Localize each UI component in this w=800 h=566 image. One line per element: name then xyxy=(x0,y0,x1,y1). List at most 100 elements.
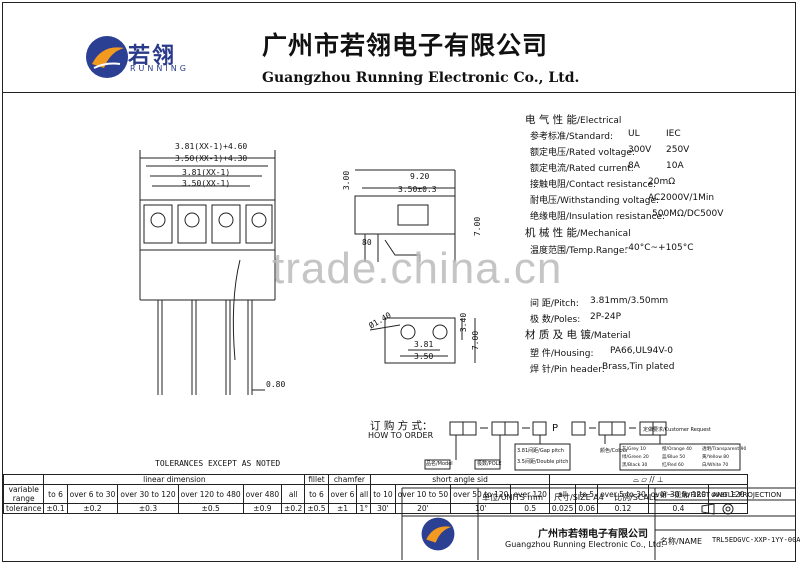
side-dim-pitch: 3.50±0.3 xyxy=(398,185,437,194)
spec-row-temp: 温度范围/Temp.Range:-40°C~+105°C xyxy=(530,243,694,256)
material-heading: 材 质 及 电 镀/Material xyxy=(525,327,630,342)
color-code-9: 白/White 70 xyxy=(702,463,729,468)
side-view xyxy=(354,169,456,262)
tol-value-cell: 0.06 xyxy=(575,503,599,514)
tol-group-chamfer: chamfer xyxy=(327,474,372,485)
color-code-4: 绿/Green 20 xyxy=(622,455,649,460)
spec-row-pitch: 间 距/Pitch:3.81mm/3.50mm xyxy=(530,296,669,309)
tol-range-cell: over 6 xyxy=(327,484,358,504)
front-dim-pitch: 3.81(XX-1) xyxy=(182,168,231,177)
mechanical-heading: 机 械 性 能/Mechanical xyxy=(525,225,631,240)
color-code-1: 灰/Grey 10 xyxy=(622,447,646,452)
electrical-title-cn: 电 气 性 能 xyxy=(525,114,578,126)
order-p-letter: P xyxy=(552,423,559,434)
tol-range-cell: all xyxy=(356,484,372,504)
header-divider xyxy=(2,92,796,93)
tol-value-cell: ±0.1 xyxy=(43,503,68,514)
side-dim-height: 3.00 xyxy=(342,170,352,191)
tb-size: 尺寸/SIZE A4 xyxy=(554,493,604,502)
tol-value-cell: ±0.5 xyxy=(177,503,244,514)
tol-group-form: ⌓ ▱ // ⊥ xyxy=(548,474,748,485)
material-title-en: /Material xyxy=(590,331,631,341)
projection-symbol-icon xyxy=(701,503,734,515)
color-code-7: 黑/Black 30 xyxy=(622,463,648,468)
tol-value-cell: ±0.2 xyxy=(66,503,119,514)
tol-group-angle: short angle sid xyxy=(370,474,550,485)
tb-units: 单位/UNITS mm xyxy=(482,493,543,502)
tol-value-cell: ±0.3 xyxy=(117,503,179,514)
tol-range-cell: over 120 to 480 xyxy=(177,484,244,504)
bottom-dim-pitch: 3.81 xyxy=(414,340,434,349)
tol-range-cell: over 6 to 30 xyxy=(66,484,119,504)
tol-value-label: tolerance xyxy=(2,503,45,514)
tol-range-cell: to 10 xyxy=(370,484,396,504)
tol-value-cell: 10' xyxy=(450,503,512,514)
order-tag-gap: 3.81间距/Gap pitch xyxy=(517,448,564,454)
order-tag-custom: 定做要求/Customer Request xyxy=(643,427,711,433)
order-title-en: HOW TO ORDER xyxy=(368,431,434,440)
tb-projection: 第一视角/FIRST ANGLE PROJECTION xyxy=(660,491,782,499)
tol-range-cell: over 30 to 120 xyxy=(117,484,179,504)
brand-name-cn: 若翎 xyxy=(128,44,177,69)
spec-row-insulation: 绝缘电阻/Insulation resistance:500MΩ/DC500V xyxy=(530,209,724,222)
spec-row-housing: 塑 件/Housing:PA66,UL94V-0 xyxy=(530,346,673,359)
side-dim-small: 80 xyxy=(362,238,372,247)
front-dim-overall: 3.81(XX-1)+4.60 xyxy=(175,142,248,151)
color-code-3: 透明/Transparent 90 xyxy=(702,447,747,452)
tol-value-cell: 30' xyxy=(370,503,396,514)
tol-value-cell: ±1 xyxy=(327,503,358,514)
tb-company-cn: 广州市若翎电子有限公司 xyxy=(538,529,648,540)
tolerance-title: TOLERANCES EXCEPT AS NOTED xyxy=(155,459,281,468)
color-code-2: 橙/Orange 40 xyxy=(662,447,692,452)
tol-value-cell: 0.025 xyxy=(548,503,577,514)
spec-row-contact: 接触电阻/Contact resistance:20mΩ xyxy=(530,177,676,190)
company-name-cn: 广州市若翎电子有限公司 xyxy=(262,31,549,60)
tol-range-cell: over 10 to 50 xyxy=(394,484,452,504)
tol-range-label: variable range xyxy=(2,484,45,504)
spec-row-poles: 极 数/Poles:2P-24P xyxy=(530,312,622,325)
tol-value-cell: 1° xyxy=(356,503,372,514)
color-code-8: 红/Red 60 xyxy=(662,463,684,468)
tb-scale: 比例/SCALE xyxy=(614,493,659,502)
tol-value-cell: 0.12 xyxy=(597,503,649,514)
spec-row-pin: 焊 针/Pin header:Brass,Tin plated xyxy=(530,362,675,375)
color-code-5: 蓝/Blue 50 xyxy=(662,455,686,460)
bottom-view xyxy=(369,317,476,364)
tol-value-cell: ±0.9 xyxy=(242,503,283,514)
order-tag-colour: 颜色/Colour xyxy=(600,448,628,454)
bottom-dim-height: 3.40 xyxy=(459,312,469,333)
tol-range-cell: over 480 xyxy=(242,484,283,504)
order-tag-pole: 极数/POLE xyxy=(477,461,502,467)
side-dim-length: 9.20 xyxy=(410,172,430,181)
watermark: trade.china.cn xyxy=(272,244,563,293)
tol-value-cell: ±0.5 xyxy=(304,503,329,514)
tb-name-label: 名称/NAME xyxy=(660,537,703,546)
bottom-dim-depth: 7.00 xyxy=(471,330,481,351)
tol-range-cell: to 6 xyxy=(304,484,329,504)
electrical-title-en: /Electrical xyxy=(577,116,622,126)
order-tag-double: 3.5间距/Double pitch xyxy=(517,459,569,465)
company-logo xyxy=(86,36,128,78)
spec-row-withstand: 耐电压/Withstanding voltage:AC2000V/1Min xyxy=(530,193,715,206)
tol-range-cell: all xyxy=(281,484,306,504)
front-dim-overall-alt: 3.50(XX-1)+4.30 xyxy=(175,154,248,163)
tol-value-cell: ±0.2 xyxy=(281,503,306,514)
titleblock-logo xyxy=(421,517,455,551)
bottom-dim-pitch-alt: 3.50 xyxy=(414,352,434,361)
tb-company-en: Guangzhou Running Electronic Co., Ltd. xyxy=(505,540,664,549)
color-code-6: 黄/Yellow 80 xyxy=(702,455,730,460)
tolerance-table: linear dimension fillet chamfer short an… xyxy=(2,474,748,514)
mechanical-title-cn: 机 械 性 能 xyxy=(525,227,578,239)
material-title-cn: 材 质 及 电 镀 xyxy=(525,329,591,341)
tol-group-fillet: fillet xyxy=(304,474,329,485)
order-title-cn: 订 购 方 式： xyxy=(370,420,433,432)
tol-value-cell: 0.5 xyxy=(510,503,550,514)
front-view xyxy=(139,150,276,395)
mechanical-title-en: /Mechanical xyxy=(577,229,631,239)
tol-group-linear: linear dimension xyxy=(43,474,306,485)
electrical-heading: 电 气 性 能/Electrical xyxy=(525,112,621,127)
company-name-en: Guangzhou Running Electronic Co., Ltd. xyxy=(262,70,580,86)
front-dim-pitch-alt: 3.50(XX-1) xyxy=(182,179,231,188)
